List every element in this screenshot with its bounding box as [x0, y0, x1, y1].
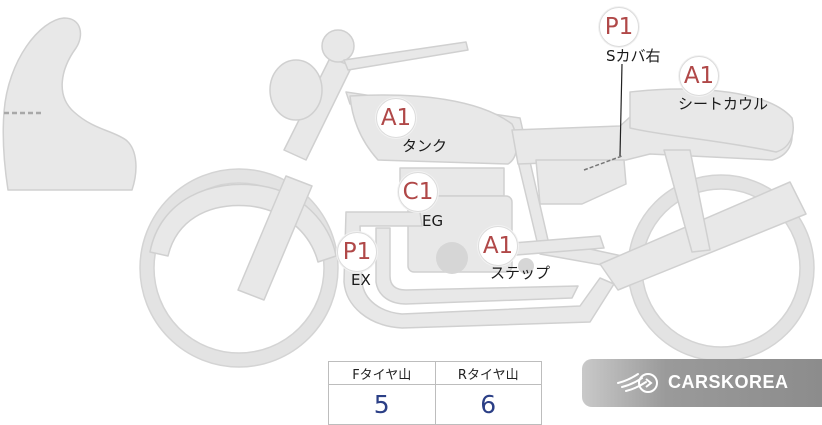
watermark-text: CARSKOREA [668, 372, 789, 392]
flame-logo-icon [617, 373, 658, 393]
front-tire-value: 5 [328, 384, 436, 425]
marker-engine: C1 [398, 172, 438, 212]
rear-tire-header: Rタイヤ山 [434, 360, 542, 386]
front-tire-header: Fタイヤ山 [328, 360, 436, 386]
marker-side-cover-right: P1 [599, 7, 639, 47]
label-tank: タンク [402, 137, 448, 155]
tire-tread-table: Fタイヤ山 Rタイヤ山 5 6 [328, 360, 542, 425]
exhaust-pipe [343, 211, 615, 329]
marker-step: A1 [478, 226, 518, 266]
front-fork [237, 175, 313, 301]
headlight [269, 59, 323, 121]
rear-shock [663, 149, 711, 253]
front-cowl [2, 17, 137, 191]
mirror [321, 29, 355, 63]
label-exhaust: EX [351, 271, 371, 289]
tail-cowl [629, 88, 794, 153]
marker-tank: A1 [376, 98, 416, 138]
label-step: ステップ [490, 264, 551, 282]
label-side-cover-right: Sカバ右 [606, 47, 661, 65]
label-seat-cowl: シートカウル [678, 95, 769, 113]
side-cover [535, 159, 627, 205]
label-engine: EG [422, 212, 444, 230]
carskorea-watermark: CARSKOREA [582, 359, 822, 407]
marker-exhaust: P1 [337, 232, 377, 272]
rear-tire-value: 6 [434, 384, 542, 425]
marker-seat-cowl: A1 [679, 56, 719, 96]
front-wheel [140, 169, 338, 367]
